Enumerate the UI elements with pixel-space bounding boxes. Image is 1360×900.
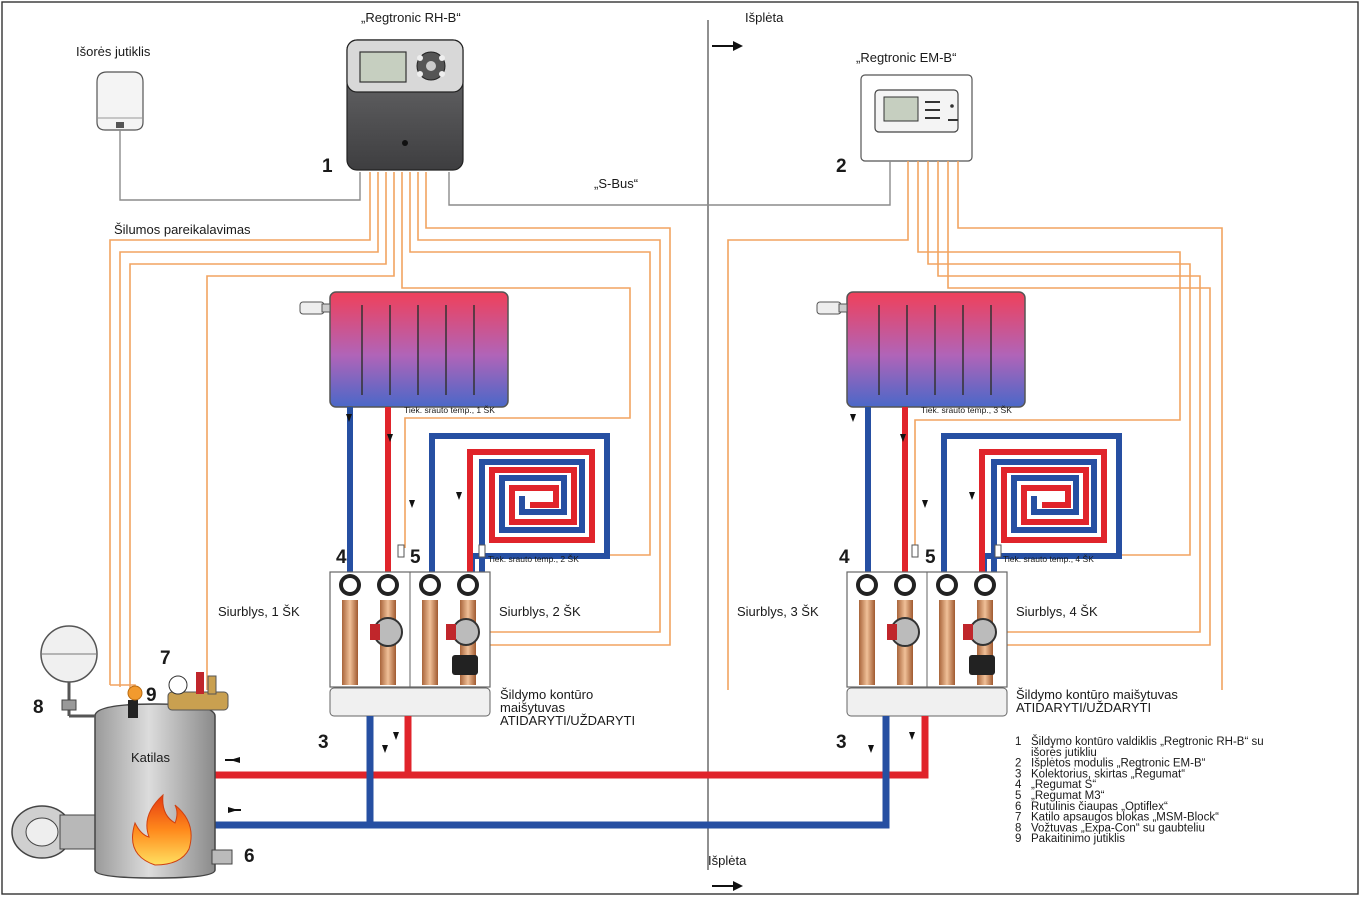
flow-arrows — [225, 414, 975, 813]
flow-sensor-1 — [397, 544, 405, 558]
flow-sensor-3 — [911, 544, 919, 558]
pump-group-right — [846, 571, 1008, 717]
underfloor-coil-4 — [941, 433, 1122, 572]
callout-9: 9 — [146, 685, 157, 706]
legend-text: išorės jutikliu — [1031, 747, 1097, 759]
outdoor-sensor-wire — [119, 130, 361, 201]
underfloor-coil-2 — [429, 433, 610, 572]
mixer-left-line1: Šildymo kontūro — [500, 687, 593, 702]
callout-7: 7 — [160, 648, 171, 669]
expansion-vessel — [40, 625, 98, 718]
legend-number: 2 — [1015, 758, 1021, 770]
flow-sensor-2 — [478, 544, 486, 558]
callout-3-right: 3 — [836, 732, 847, 753]
mixer-left-line3: ATIDARYTI/UŽDARYTI — [500, 713, 635, 728]
mixer-right-line1: Šildymo kontūro maišytuvas — [1016, 687, 1178, 702]
legend-number: 7 — [1015, 812, 1021, 824]
legend-number: 3 — [1015, 768, 1021, 780]
main-return-pipe — [215, 716, 890, 829]
controller-name-label: „Regtronic RH-B“ — [361, 10, 461, 25]
pump-group-left — [329, 571, 491, 717]
signal-wires-right — [727, 161, 1223, 690]
legend-text: Katilo apsaugos blokas „MSM-Block“ — [1031, 812, 1219, 824]
flow-sensor-4 — [994, 544, 1002, 558]
expansion-top-label: Išplėta — [745, 10, 784, 25]
pump-1-label: Siurblys, 1 ŠK — [218, 604, 300, 619]
legend-text: Rutulinis čiaupas „Optiflex“ — [1031, 801, 1168, 813]
legend-number: 4 — [1015, 779, 1022, 791]
callout-3-left: 3 — [318, 732, 329, 753]
legend-text: Kolektorius, skirtas „Regumat“ — [1031, 768, 1185, 780]
callout-5-left: 5 — [410, 547, 421, 568]
legend-text: „Regumat M3“ — [1031, 790, 1105, 802]
pump-2-label: Siurblys, 2 ŠK — [499, 604, 581, 619]
radiator-1-pipes — [347, 407, 391, 572]
callout-4-right: 4 — [839, 547, 850, 568]
outdoor-sensor-label: Išorės jutiklis — [76, 44, 151, 59]
radiator-1 — [299, 291, 509, 408]
flow-temp-2-label: Tiek. srauto temp., 2 ŠK — [488, 554, 579, 564]
preheat-sensor-icon — [127, 685, 143, 701]
arrow-right-icon — [712, 41, 743, 891]
boiler — [11, 672, 233, 879]
callout-8: 8 — [33, 697, 44, 718]
flame-icon — [132, 793, 192, 866]
extension-module-em-b — [860, 74, 973, 162]
sbus-wire — [448, 161, 891, 206]
legend-text: Išplėtos modulis „Regtronic EM-B“ — [1031, 758, 1206, 770]
legend-number: 8 — [1015, 822, 1021, 834]
radiator-3-pipes — [865, 407, 908, 572]
mixer-left-line2: maišytuvas — [500, 700, 566, 715]
legend: 1 Šildymo kontūro valdiklis „Regtronic RH… — [1015, 735, 1264, 845]
callout-4-left: 4 — [336, 547, 347, 568]
extension-name-label: „Regtronic EM-B“ — [856, 50, 956, 65]
legend-text: Vožtuvas „Expa-Con“ su gaubteliu — [1031, 822, 1205, 834]
legend-number: 1 — [1015, 736, 1021, 748]
sbus-label: „S-Bus“ — [594, 176, 638, 191]
flow-temp-1-label: Tiek. srauto temp., 1 ŠK — [404, 405, 495, 415]
legend-text: Šildymo kontūro valdiklis „Regtronic RH-… — [1031, 735, 1264, 748]
radiator-3 — [816, 291, 1026, 408]
boiler-label: Katilas — [131, 750, 171, 765]
main-supply-pipe — [215, 716, 929, 779]
legend-text: Pakaitinimo jutiklis — [1031, 833, 1125, 845]
callout-5-right: 5 — [925, 547, 936, 568]
callout-1: 1 — [322, 156, 333, 177]
legend-number: 5 — [1015, 790, 1021, 802]
legend-text: „Regumat S“ — [1031, 779, 1096, 791]
pump-4-label: Siurblys, 4 ŠK — [1016, 604, 1098, 619]
expansion-bottom-label: Išplėta — [708, 853, 747, 868]
callout-2: 2 — [836, 156, 847, 177]
signal-wires-left — [109, 172, 671, 690]
heat-demand-label: Šilumos pareikalavimas — [114, 222, 251, 237]
flow-temp-3-label: Tiek. srauto temp., 3 ŠK — [921, 405, 1012, 415]
legend-number: 6 — [1015, 801, 1021, 813]
mixer-right-line2: ATIDARYTI/UŽDARYTI — [1016, 700, 1151, 715]
outdoor-sensor-icon — [96, 71, 144, 131]
flow-temp-4-label: Tiek. srauto temp., 4 ŠK — [1003, 554, 1094, 564]
pump-3-label: Siurblys, 3 ŠK — [737, 604, 819, 619]
callout-6: 6 — [244, 846, 255, 867]
controller-rh-b — [346, 39, 464, 171]
legend-number: 9 — [1015, 833, 1021, 845]
